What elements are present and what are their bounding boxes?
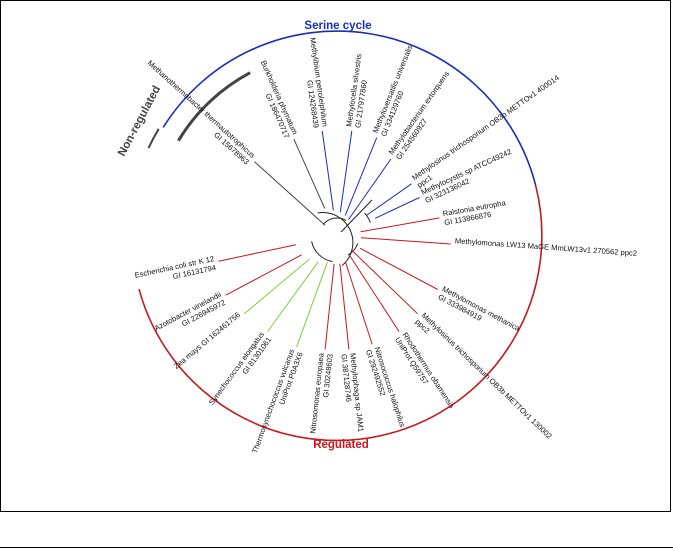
leaf-branch: [360, 217, 440, 233]
taxon-label: Methanothermobacter thermautotrophicusGI…: [140, 58, 257, 166]
leaf-branch: [359, 247, 438, 290]
leaf-branch: [374, 197, 420, 219]
tree-methylomonas-node: [347, 243, 359, 256]
leaf-branch: [351, 249, 418, 315]
leaf-branch: [348, 158, 392, 220]
tree-serine-node: [322, 217, 347, 225]
leaf-branch: [360, 237, 451, 245]
regulated-arc: [138, 186, 543, 442]
leaf-branch: [339, 263, 350, 350]
phylogenetic-tree: Methylocystis sp ATCC49242GI 323136042Me…: [116, 20, 638, 458]
leaf-branch: [293, 138, 326, 209]
leaf-branch: [225, 254, 302, 296]
leaf-branch: [324, 263, 335, 350]
leaf-branch: [344, 137, 378, 216]
taxon-label: Burkholderia phymatumGI 186470717: [251, 59, 300, 140]
tree-root-arc: [317, 212, 354, 266]
serine-cycle-label: Serine cycle: [304, 20, 371, 32]
taxon-name: Methylomonas LW13 MaGE MmLW13v1 270562 p…: [455, 236, 638, 258]
leaf-branch: [254, 161, 326, 226]
leaf-branch: [339, 130, 353, 213]
taxon-label: Synechococcus elongatusGI 81301061: [207, 330, 274, 412]
leaf-branch: [349, 255, 400, 332]
taxon-label: Methylophaga sp JAM1GI 387128746: [339, 353, 365, 434]
serine-cycle-arc: [162, 30, 537, 187]
taxon-name: Methanothermobacter thermautotrophicus: [146, 58, 257, 159]
taxon-name: Thermosynechococcus vulcanus: [250, 348, 296, 455]
tree-regulated-node: [311, 241, 333, 263]
taxon-label: Thermosynechococcus vulcanusUniProt P0A3…: [250, 348, 305, 458]
leaf-branch: [218, 244, 297, 262]
leaf-branch: [243, 258, 310, 315]
non-regulated-label: Non-regulated: [116, 84, 163, 158]
taxon-label: Methylibium petroleiphilumGI 124268439: [299, 37, 329, 129]
taxon-name: Synechococcus elongatus: [207, 330, 266, 407]
leaf-branch: [321, 130, 334, 211]
leaf-branch: [267, 261, 319, 332]
taxon-label: Nitrosomonas europaeaGI 30248603: [308, 352, 334, 435]
non-regulated-arc: [177, 71, 251, 142]
root-branch: [340, 199, 373, 233]
leaf-branch: [366, 183, 412, 216]
taxon-label: Nitrosococcus halophilusGI 292492552: [364, 346, 407, 432]
bottom-rule: [0, 547, 673, 548]
taxon-label: Escherichia coli str K 12GI 16131794: [134, 254, 217, 288]
taxon-label: Methylomonas LW13 MaGE MmLW13v1 270562 p…: [455, 236, 638, 258]
clade-arcs: [138, 30, 543, 442]
taxon-name: Methylosinus trichosporium OB3b METTOv1 …: [420, 311, 554, 441]
taxon-label: Ralstonia eutrophaGI 113866876: [442, 198, 509, 227]
non-regulated-arc-tail: [147, 128, 160, 149]
taxon-label: Methylocystis sp ATCC49242GI 323136042: [420, 147, 517, 205]
leaf-branch: [345, 262, 373, 345]
tree-serine-subnode: [364, 212, 371, 223]
regulated-label: Regulated: [313, 439, 369, 451]
taxon-name: Methylocystis sp ATCC49242: [420, 147, 513, 197]
figure-frame: [0, 0, 671, 512]
tree-branches: [218, 130, 451, 350]
taxon-label: Methylocella silvestrisGI 217977860: [344, 53, 372, 128]
leaf-branch: [296, 262, 328, 348]
